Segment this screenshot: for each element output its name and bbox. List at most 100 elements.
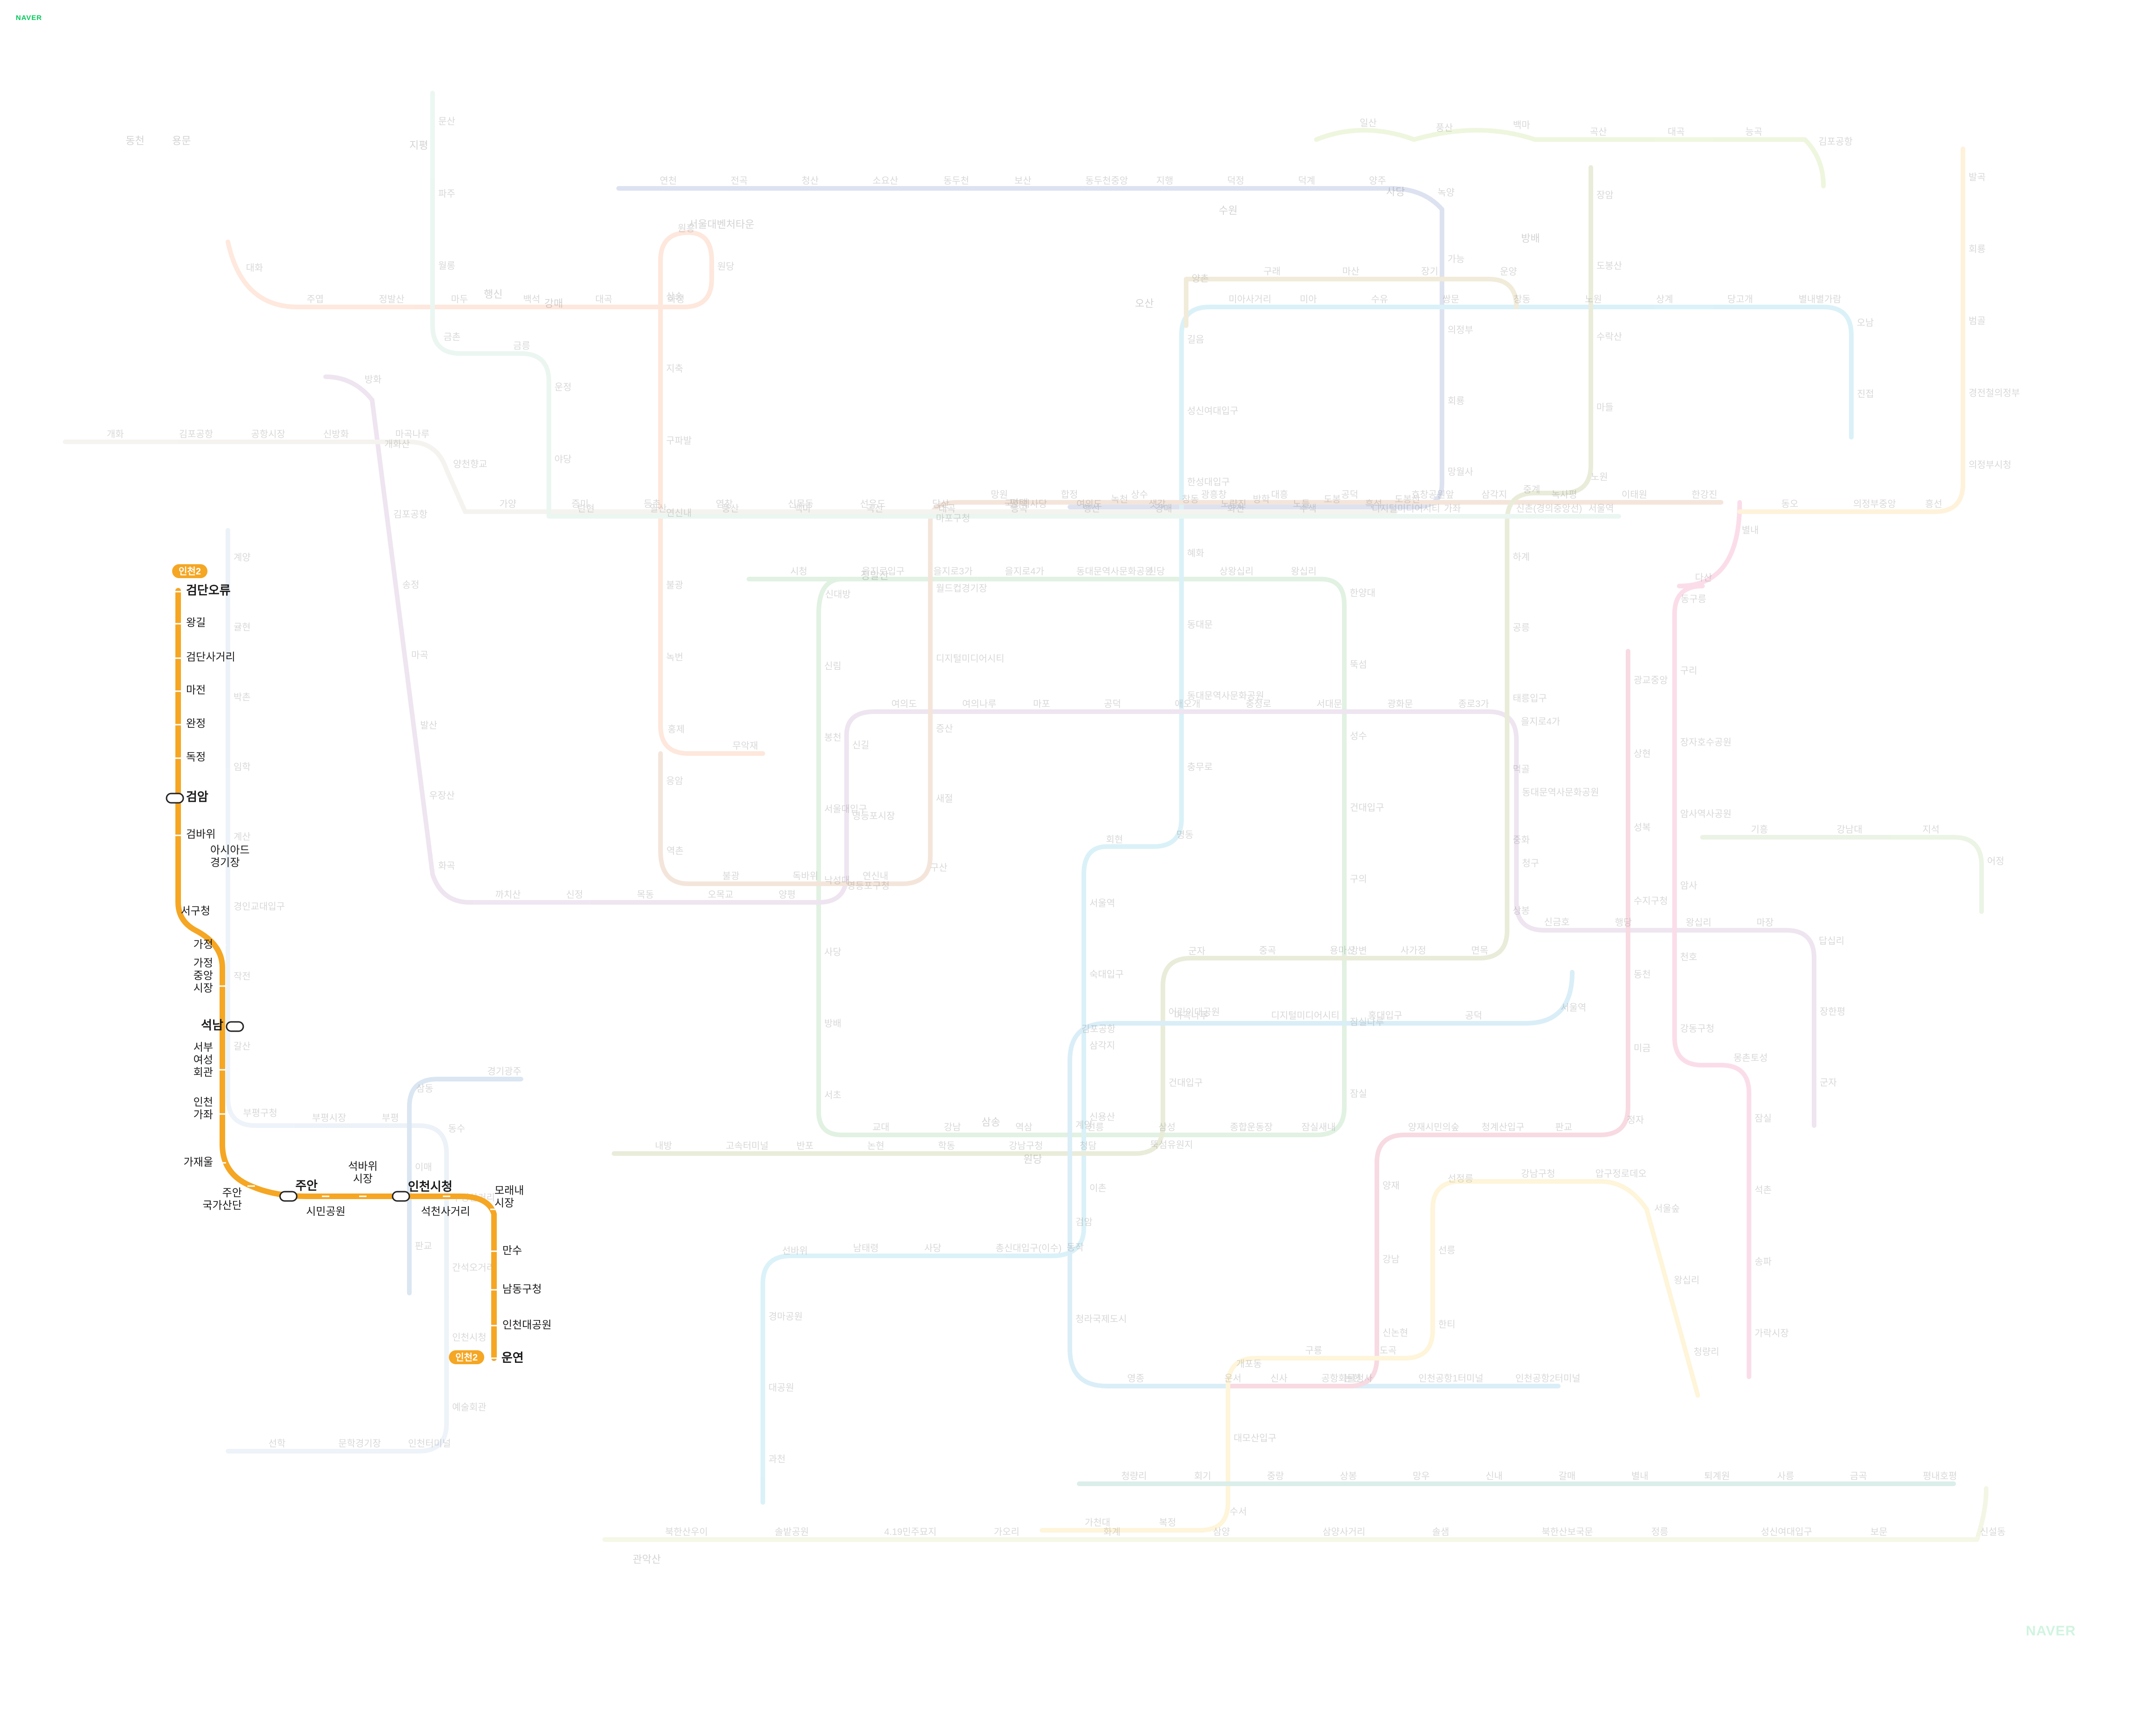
- line-badge-start[interactable]: 인천2: [172, 564, 207, 578]
- faded-station-label: 마곡나루: [395, 429, 430, 440]
- faded-station-label: 월롱: [438, 260, 455, 271]
- faded-station-label: 증산: [936, 723, 953, 734]
- faded-station-label: 양평: [779, 889, 796, 900]
- faded-station-label: 암사: [1680, 880, 1697, 891]
- faded-station-label: 애오개: [1175, 699, 1201, 709]
- station-label[interactable]: 서구청: [181, 905, 210, 917]
- station-label-line: 여성: [194, 1054, 213, 1066]
- station-label[interactable]: 석남: [201, 1018, 223, 1032]
- faded-station-label: 홍제: [667, 724, 685, 734]
- transfer-station-marker[interactable]: [392, 1191, 410, 1202]
- faded-station-label: 강동구청: [1680, 1023, 1715, 1034]
- transfer-station-marker[interactable]: [226, 1021, 244, 1032]
- faded-station-label: 선릉: [1438, 1245, 1455, 1255]
- faded-station-label: 왕십리: [1291, 566, 1316, 577]
- faded-station-label: 성복: [1634, 822, 1651, 833]
- transfer-station-marker[interactable]: [279, 1191, 298, 1202]
- station-label[interactable]: 가정: [194, 938, 213, 950]
- station-label[interactable]: 검바위: [186, 828, 215, 840]
- faded-station-label: 미아: [1300, 294, 1317, 305]
- faded-station-label: 정자: [1627, 1114, 1644, 1125]
- faded-station-label: 정발산: [861, 570, 889, 581]
- faded-station-label: 디지털미디어시티: [936, 653, 1004, 664]
- faded-station-label: 신길: [852, 740, 869, 751]
- faded-station-label: 노량진: [1221, 499, 1246, 509]
- faded-station-label: 오목교: [708, 890, 733, 900]
- faded-station-label: 삼각지: [1089, 1040, 1115, 1051]
- faded-station-label: 장한평: [1820, 1007, 1845, 1017]
- faded-station-label: 별내: [1742, 525, 1759, 535]
- faded-station-label: 디지털미디어시티: [1271, 1010, 1339, 1021]
- station-label[interactable]: 석천사거리: [421, 1205, 470, 1217]
- faded-station-label: 청구: [1522, 858, 1539, 868]
- faded-station-label: 계양: [234, 552, 251, 563]
- faded-station-label: 신당: [1148, 566, 1165, 577]
- station-label[interactable]: 마전: [186, 684, 206, 696]
- faded-station-label: 새절: [936, 794, 953, 804]
- station-label[interactable]: 검단오류: [186, 583, 231, 597]
- faded-station-label: 서울대입구: [824, 804, 867, 814]
- faded-line-19: [407, 1077, 523, 1295]
- faded-station-label: 상봉: [1340, 1471, 1357, 1481]
- station-label[interactable]: 검암: [186, 790, 208, 804]
- faded-line-9: [63, 440, 1398, 514]
- station-label[interactable]: 남동구청: [502, 1283, 542, 1295]
- faded-station-label: 효창공원앞: [1411, 489, 1454, 500]
- station-label-line: 가좌: [194, 1108, 213, 1120]
- faded-station-label: 의정부중앙: [1853, 499, 1896, 509]
- station-label[interactable]: 운연: [501, 1351, 524, 1365]
- faded-station-label: 을지로4가: [1005, 566, 1044, 577]
- faded-station-label: 공항화물청사: [1322, 1373, 1373, 1384]
- faded-station-label: 평내호평: [1923, 1471, 1957, 1481]
- faded-station-label: 동두천: [943, 175, 969, 186]
- faded-station-label: 동구릉: [1681, 594, 1706, 605]
- faded-station-label: 신용산: [1089, 1112, 1115, 1122]
- faded-station-label: 서울역: [1588, 503, 1614, 514]
- station-label[interactable]: 왕길: [186, 616, 206, 628]
- faded-station-label: 종합운동장: [1230, 1122, 1273, 1133]
- faded-station-label: 지축: [666, 363, 683, 374]
- faded-station-label: 탄현: [577, 503, 594, 514]
- station-label[interactable]: 독정: [186, 751, 206, 763]
- station-label[interactable]: 인천시청: [408, 1180, 453, 1194]
- station-label[interactable]: 주안: [295, 1179, 318, 1193]
- faded-station-label: 강남구청: [1521, 1168, 1555, 1179]
- station-label[interactable]: 검단사거리: [186, 651, 235, 663]
- station-label-line: 국가산단: [202, 1199, 242, 1211]
- faded-station-label: 무악재: [732, 740, 758, 751]
- faded-station-label: 송파: [1755, 1256, 1772, 1267]
- faded-station-label: 면목: [1471, 945, 1489, 956]
- station-label-line: 석천사거리: [421, 1205, 470, 1217]
- station-label[interactable]: 만수: [502, 1244, 522, 1256]
- faded-station-label: 등촌: [644, 499, 661, 509]
- station-label[interactable]: 가재울: [184, 1156, 213, 1168]
- faded-station-label: 덕정: [1227, 175, 1244, 186]
- faded-station-label: 서울대벤처타운: [688, 219, 754, 230]
- faded-station-label: 계양: [1075, 1120, 1093, 1130]
- station-label[interactable]: 완정: [186, 717, 206, 729]
- faded-station-label: 교대: [872, 1122, 889, 1133]
- faded-station-label: 이태원: [1622, 489, 1647, 500]
- station-label[interactable]: 시민공원: [306, 1205, 346, 1217]
- station-label[interactable]: 인천대공원: [502, 1319, 552, 1331]
- faded-station-label: 마곡: [411, 650, 428, 660]
- faded-station-label: 마장: [1756, 917, 1774, 928]
- line-badge-end[interactable]: 인천2: [449, 1350, 484, 1364]
- faded-station-label: 태릉입구: [1513, 693, 1547, 704]
- faded-station-label: 사당: [824, 947, 841, 957]
- faded-station-label: 군자: [1188, 946, 1205, 957]
- faded-station-label: 대곡: [938, 503, 955, 514]
- transfer-station-marker[interactable]: [166, 793, 184, 804]
- faded-station-label: 사당: [1386, 186, 1405, 198]
- faded-station-label: 예술회관: [452, 1402, 487, 1413]
- faded-station-label: 백마: [1513, 120, 1530, 130]
- faded-station-label: 연신내: [862, 871, 888, 881]
- faded-station-label: 방화: [364, 374, 381, 385]
